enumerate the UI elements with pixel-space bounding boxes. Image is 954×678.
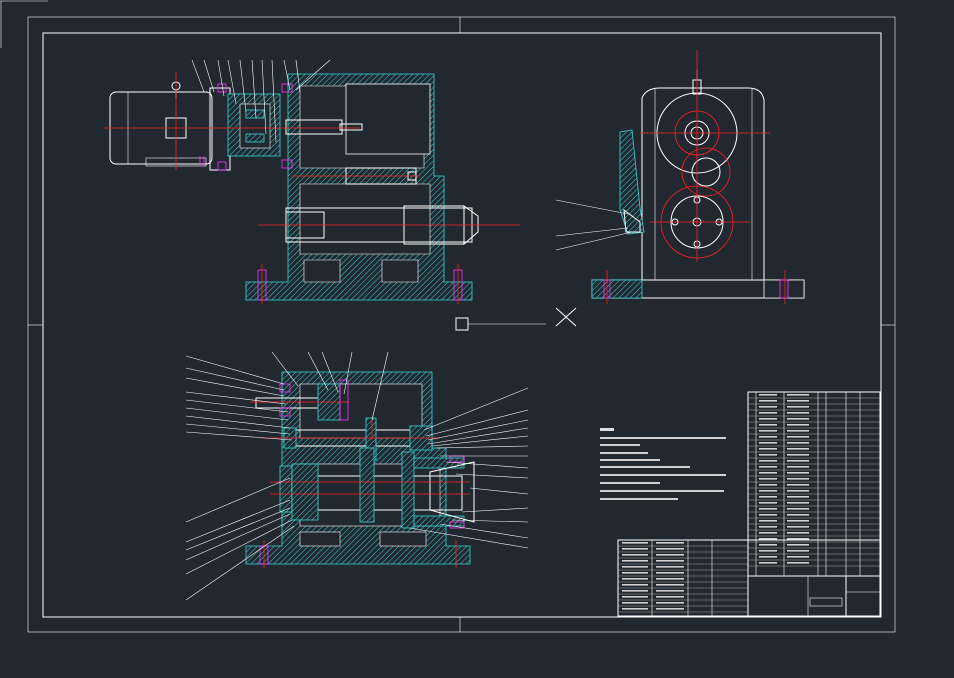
view-marker bbox=[455, 307, 577, 331]
section-view bbox=[185, 351, 529, 601]
front-view bbox=[104, 59, 520, 304]
sheet-frame bbox=[0, 0, 896, 633]
technical-notes bbox=[600, 428, 726, 500]
title-block bbox=[617, 539, 881, 617]
side-view bbox=[555, 50, 805, 304]
parts-list bbox=[747, 391, 881, 577]
